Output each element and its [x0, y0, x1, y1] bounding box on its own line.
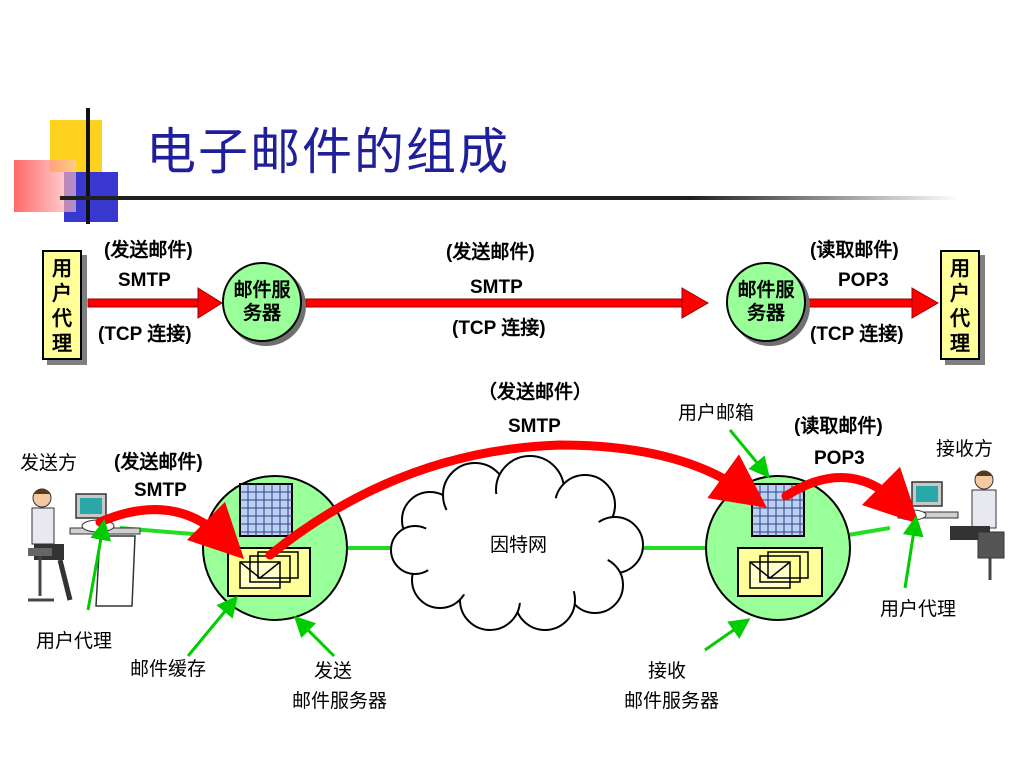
pop3-label: POP3	[814, 448, 865, 469]
mail-server-label: 邮件服务器	[737, 279, 795, 324]
top-mid-smtp-label: SMTP	[470, 277, 523, 298]
top-right-tcp-label: (TCP 连接)	[810, 324, 904, 345]
top-mid-send-label: (发送邮件)	[446, 242, 535, 263]
red-flow-arrows	[95, 440, 920, 560]
user-agent-box-right: 用户代理	[940, 250, 980, 360]
send-server-label-line1: 发送	[314, 660, 353, 682]
receiver-label: 接收方	[936, 438, 994, 460]
user-agent-label: 用户代理	[52, 256, 72, 355]
sender-person-graphic	[28, 488, 141, 607]
internet-cloud	[390, 455, 644, 631]
mail-cache-label: 邮件缓存	[130, 658, 207, 680]
user-agent-box-left: 用户代理	[42, 250, 82, 360]
send-server-label-line2: 邮件服务器	[292, 690, 388, 712]
top-arrow-right	[805, 287, 940, 319]
recv-server-label-line1: 接收	[648, 660, 687, 682]
mail-server-node-right: 邮件服务器	[726, 262, 806, 342]
recv-server-graphic	[705, 475, 851, 621]
mail-server-node-left: 邮件服务器	[222, 262, 302, 342]
bottom-left-smtp-label: SMTP	[134, 480, 187, 501]
top-left-smtp-label: SMTP	[118, 270, 171, 291]
top-mid-tcp-label: (TCP 连接)	[452, 318, 546, 339]
internet-label: 因特网	[490, 534, 548, 556]
green-pointer-arrows	[86, 429, 924, 658]
user-agent-label: 用户代理	[950, 256, 970, 355]
user-agent-right-label: 用户代理	[880, 598, 957, 620]
page-title: 电子邮件的组成	[146, 123, 510, 181]
read-mail-label: (读取邮件)	[794, 416, 883, 437]
top-left-send-label: (发送邮件)	[104, 240, 193, 261]
arc-smtp-label: SMTP	[508, 416, 561, 437]
top-right-read-label: (读取邮件)	[810, 240, 899, 261]
bottom-left-send-label: (发送邮件)	[114, 452, 203, 473]
arc-send-label: （发送邮件）	[478, 382, 593, 403]
top-right-pop3-label: POP3	[838, 270, 889, 291]
user-agent-left-label: 用户代理	[36, 630, 113, 652]
mailbox-label: 用户邮箱	[678, 402, 755, 424]
title-underline	[60, 196, 960, 200]
sender-label: 发送方	[20, 452, 78, 474]
recv-server-label-line2: 邮件服务器	[624, 690, 720, 712]
mail-server-label: 邮件服务器	[233, 279, 291, 324]
decor-red-square	[14, 160, 76, 212]
decor-vertical-bar	[86, 108, 90, 224]
top-arrow-middle	[305, 287, 710, 319]
top-arrow-left	[87, 287, 223, 319]
top-left-tcp-label: (TCP 连接)	[98, 324, 192, 345]
